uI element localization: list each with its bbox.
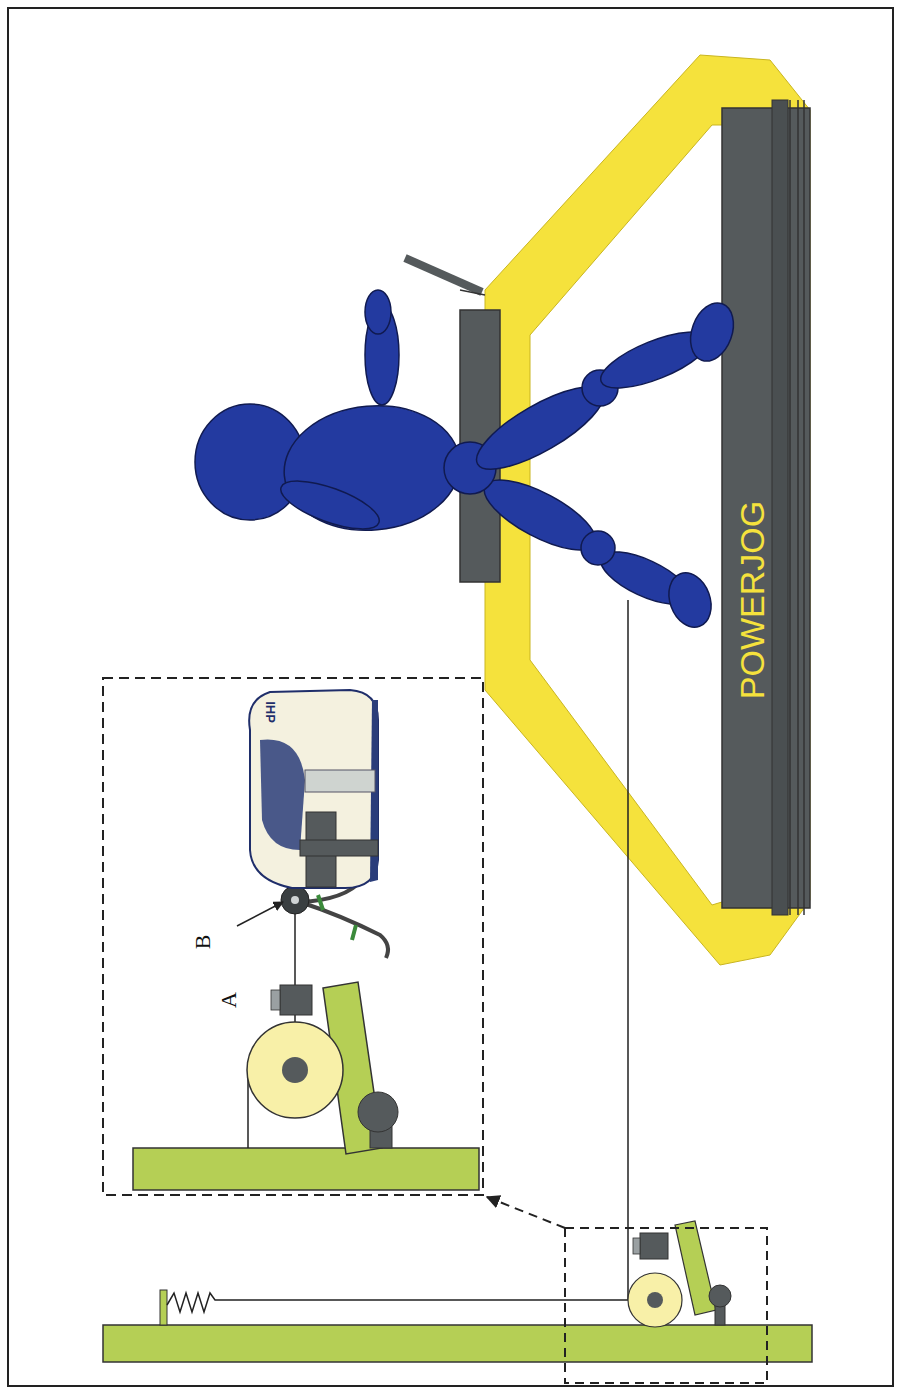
- inset-frame: [103, 678, 483, 1195]
- pulley-hub: [647, 1292, 663, 1308]
- camera-lens: [633, 1238, 640, 1254]
- inset-ball-joint: [358, 1092, 398, 1132]
- inset-camera-lens: [271, 990, 280, 1010]
- treadmill-base: [722, 100, 810, 915]
- callout-letter: B: [192, 935, 214, 950]
- shoe-logo: IHP: [264, 701, 277, 723]
- drawing-part: [581, 531, 615, 565]
- drawing-part: [275, 471, 384, 539]
- inset-wall: [133, 1148, 479, 1190]
- cable-and-spring: [167, 600, 628, 1312]
- drawing-part: [772, 100, 788, 915]
- drawing-part: [460, 290, 485, 295]
- inset-pulley: [247, 1022, 343, 1118]
- ball-joint: [709, 1285, 731, 1307]
- drawing-part: [722, 108, 810, 908]
- drawing-part: [305, 770, 375, 792]
- callout-arrow: [237, 902, 283, 926]
- drawing-part: [803, 100, 805, 915]
- wall: [103, 1325, 812, 1362]
- drawing-part: [683, 297, 741, 367]
- drawing-part: [318, 895, 323, 910]
- drawing-part: [300, 840, 378, 856]
- brand-name: POWERJOG: [735, 501, 769, 699]
- camera: [640, 1233, 668, 1259]
- drawing-part: [352, 925, 356, 940]
- drawing-part: [405, 258, 482, 292]
- walker-figure: [195, 290, 741, 633]
- drawing-part: [662, 567, 719, 633]
- pulley: [628, 1273, 682, 1327]
- drawing-part: [249, 690, 378, 888]
- inset-pulley-hub: [282, 1057, 308, 1083]
- zoom-region: [565, 1228, 767, 1383]
- drawing-part: [260, 740, 305, 851]
- drawing-part: [789, 100, 791, 915]
- zoom-arrow: [487, 1197, 565, 1228]
- frame-border: [8, 8, 893, 1386]
- spring-anchor: [160, 1290, 167, 1325]
- shoe: [249, 690, 378, 888]
- drawing-part: [300, 902, 388, 958]
- drawing-part: [797, 100, 799, 915]
- drawing-part: [281, 886, 309, 914]
- drawing-part: [365, 290, 391, 334]
- inset-camera: [280, 985, 312, 1015]
- callout-letter: A: [218, 992, 240, 1008]
- drawing-part: [291, 896, 299, 904]
